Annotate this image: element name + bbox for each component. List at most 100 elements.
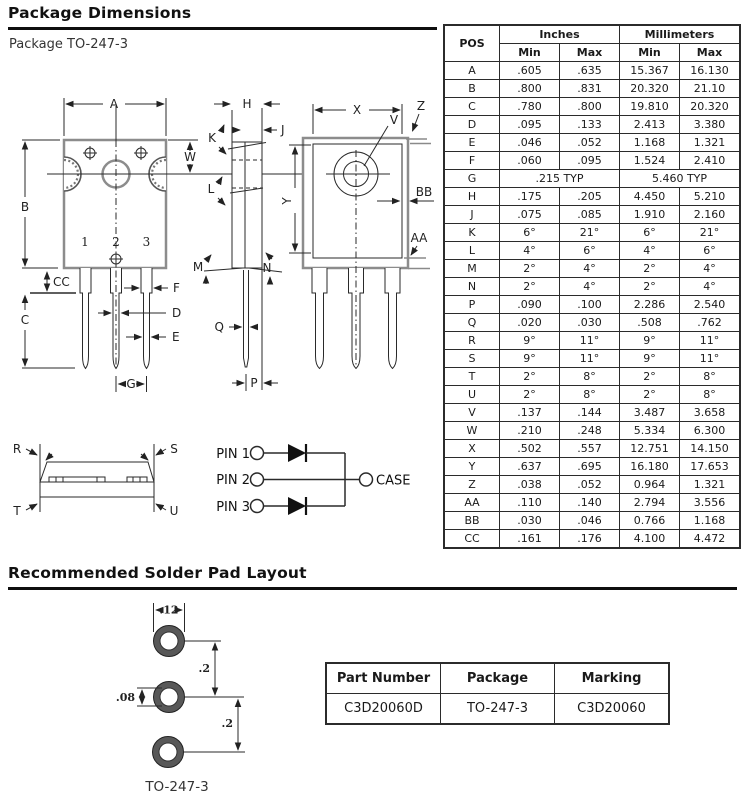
dim-pos-label: N	[443, 277, 500, 296]
dim-label-G: G	[126, 377, 135, 391]
dim-value: 11°	[679, 331, 741, 350]
dim-value: .502	[499, 439, 560, 458]
dim-value: 2°	[499, 259, 560, 278]
dim-label-Q: Q	[215, 320, 224, 334]
dim-value: 6°	[559, 241, 620, 260]
dim-pos-label: H	[443, 187, 500, 206]
marking-value: C3D20060	[554, 693, 670, 725]
dim-value: .176	[559, 529, 620, 549]
dim-value: .090	[499, 295, 560, 314]
dim-value: 6.300	[679, 421, 741, 440]
schematic-case-label: CASE	[376, 474, 410, 489]
dim-value: .800	[499, 79, 560, 98]
dim-value: .110	[499, 493, 560, 512]
dim-pos-label: B	[443, 79, 500, 98]
dim-value: 12.751	[619, 439, 680, 458]
part-number-value: C3D20060D	[325, 693, 441, 725]
part-table-row: C3D20060D TO-247-3 C3D20060	[325, 693, 670, 725]
dim-label-U: U	[170, 504, 179, 518]
dim-pos-label: E	[443, 133, 500, 152]
solder-pad-3	[152, 736, 184, 768]
dim-pos-label: W	[443, 421, 500, 440]
dim-value: 4°	[559, 277, 620, 296]
dim-label-F: F	[173, 281, 180, 295]
dim-value: 8°	[679, 367, 741, 386]
dim-value: 8°	[559, 367, 620, 386]
dim-value: 2.410	[679, 151, 741, 170]
dim-pos-label: R	[443, 331, 500, 350]
dim-pos-label: U	[443, 385, 500, 404]
dim-value: .248	[559, 421, 620, 440]
dim-value: 2°	[499, 385, 560, 404]
dim-value: .605	[499, 61, 560, 80]
back-lead-2	[348, 268, 364, 370]
target-mark-left	[83, 146, 97, 160]
dim-value: 17.653	[679, 457, 741, 476]
part-col-package: Package	[440, 662, 555, 694]
dim-pos-label: A	[443, 61, 500, 80]
dim-label-T: T	[12, 504, 21, 518]
dim-value: .205	[559, 187, 620, 206]
dim-value: 1.524	[619, 151, 680, 170]
dim-col-inches: Inches	[499, 24, 620, 44]
left-notch-hatch	[63, 158, 80, 190]
case-terminal	[358, 472, 374, 487]
schematic-pin2-label: PIN 2	[216, 473, 250, 488]
dim-label-H: H	[242, 97, 251, 111]
dim-value: .052	[559, 133, 620, 152]
dim-label-J: J	[280, 123, 285, 137]
dim-label-L: L	[208, 182, 215, 196]
schematic-pin1-label: PIN 1	[216, 447, 250, 462]
back-view: X V Z Y BB AA	[280, 99, 434, 370]
dim-value: .695	[559, 457, 620, 476]
dim-value: .140	[559, 493, 620, 512]
package-drawing: 1 2 3 A B W CC C	[12, 97, 434, 518]
pin-number-3: 3	[143, 235, 151, 249]
dim-value: .762	[679, 313, 741, 332]
front-view: 1 2 3 A B W CC C	[21, 97, 390, 392]
dim-value: .030	[559, 313, 620, 332]
dim-label-S: S	[170, 442, 178, 456]
dim-value: .161	[499, 529, 560, 549]
side-view: H J K L M N Q	[193, 97, 285, 391]
back-lead-1	[311, 268, 328, 370]
dim-value: 20.320	[619, 79, 680, 98]
dim-value: .137	[499, 403, 560, 422]
pin-schematic: PIN 1 PIN 2 PIN 3 CASE	[216, 444, 410, 515]
solder-pad-2	[153, 681, 185, 713]
dim-value: 11°	[559, 349, 620, 368]
dim-pos-label: V	[443, 403, 500, 422]
dim-value: .046	[559, 511, 620, 530]
dim-value: .100	[559, 295, 620, 314]
dim-value: 4°	[679, 277, 741, 296]
solder-pad-drawing: .12 .2 .08 .2 TO-247-3	[116, 603, 245, 795]
dim-value: 4.450	[619, 187, 680, 206]
dim-value: 2°	[619, 259, 680, 278]
dim-value: .046	[499, 133, 560, 152]
dim-value: 2.540	[679, 295, 741, 314]
dim-value: 4.472	[679, 529, 741, 549]
dim-label-N: N	[263, 261, 272, 275]
dim-pos-label: BB	[443, 511, 500, 530]
part-col-marking: Marking	[554, 662, 670, 694]
diode-pin1-icon	[288, 444, 306, 462]
dim-label-V: V	[390, 113, 399, 127]
dim-value: 14.150	[679, 439, 741, 458]
package-name-label: Package TO-247-3	[9, 37, 129, 52]
dim-value: .095	[559, 151, 620, 170]
dim-col-mm-max: Max	[679, 43, 741, 62]
dim-value: 9°	[499, 331, 560, 350]
dim-value: 19.810	[619, 97, 680, 116]
